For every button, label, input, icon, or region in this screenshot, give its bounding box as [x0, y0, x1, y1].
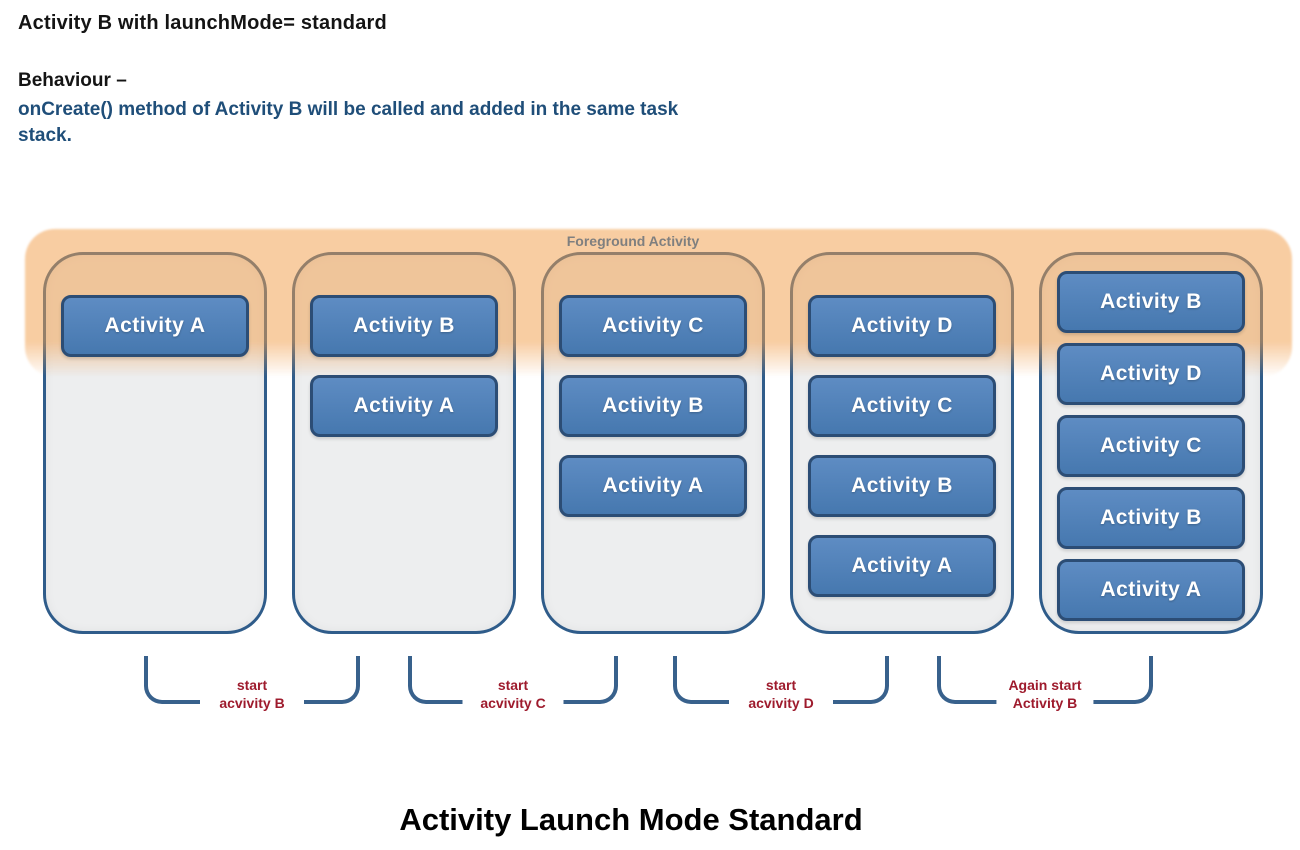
- connector-4: Again start Activity B: [937, 656, 1153, 712]
- activity-box-stack5-2: Activity D: [1057, 343, 1245, 405]
- task-stack-3: Activity C Activity B Activity A: [541, 252, 765, 634]
- activity-box-stack4-4: Activity A: [808, 535, 996, 597]
- connector-1: start acvivity B: [144, 656, 360, 712]
- task-stack-1: Activity A: [43, 252, 267, 634]
- task-stack-4: Activity D Activity C Activity B Activity A: [790, 252, 1014, 634]
- activity-box-stack4-2: Activity C: [808, 375, 996, 437]
- task-stack-5: Activity B Activity D Activity C Activity B…: [1039, 252, 1263, 634]
- activity-box-stack5-5: Activity A: [1057, 559, 1245, 621]
- behaviour-text: onCreate() method of Activity B will be …: [18, 99, 679, 146]
- task-stack-2: Activity B Activity A: [292, 252, 516, 634]
- heading-launchmode: Activity B with launchMode= standard: [18, 12, 387, 34]
- activity-box-stack4-1: Activity D: [808, 295, 996, 357]
- activity-box-stack3-2: Activity B: [559, 375, 747, 437]
- activity-box-stack3-3: Activity A: [559, 455, 747, 517]
- behaviour-label: Behaviour –: [18, 70, 127, 91]
- activity-box-stack2-1: Activity B: [310, 295, 498, 357]
- connector-label-4: Again start Activity B: [996, 676, 1094, 712]
- connector-label-2: start acvivity C: [462, 676, 564, 712]
- activity-box-stack3-1: Activity C: [559, 295, 747, 357]
- connector-label-1: start acvivity B: [200, 676, 304, 712]
- connector-2: start acvivity C: [408, 656, 618, 712]
- activity-box-stack2-2: Activity A: [310, 375, 498, 437]
- connector-label-3: start acvivity D: [729, 676, 833, 712]
- activity-box-stack5-1: Activity B: [1057, 271, 1245, 333]
- activity-box-stack1-1: Activity A: [61, 295, 249, 357]
- foreground-activity-label: Foreground Activity: [566, 233, 700, 249]
- activity-box-stack5-3: Activity C: [1057, 415, 1245, 477]
- activity-box-stack5-4: Activity B: [1057, 487, 1245, 549]
- connector-3: start acvivity D: [673, 656, 889, 712]
- diagram-title: Activity Launch Mode Standard: [399, 802, 863, 837]
- activity-box-stack4-3: Activity B: [808, 455, 996, 517]
